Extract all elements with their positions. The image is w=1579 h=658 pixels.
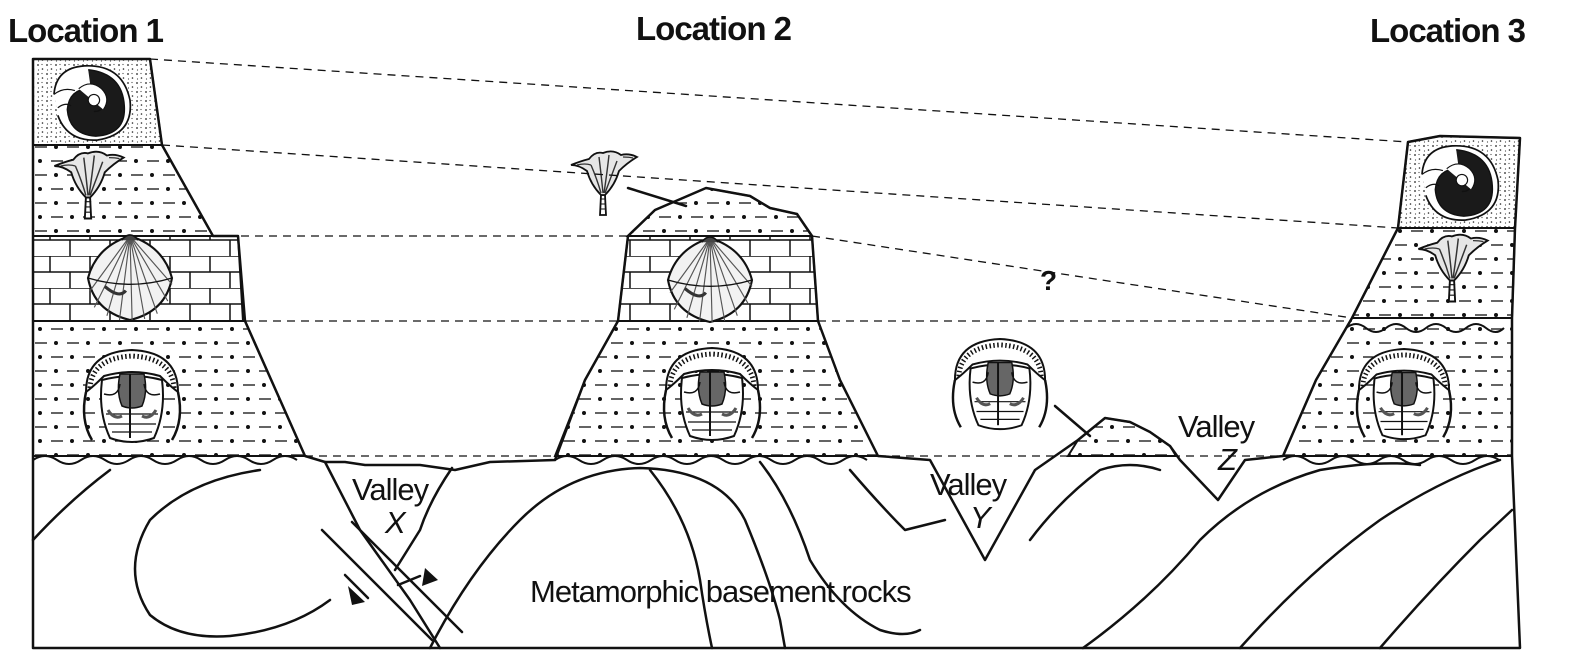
trilobite-pointer-line xyxy=(1053,404,1092,438)
ammonite-fossil xyxy=(53,64,132,141)
crinoid-pointer-line xyxy=(626,186,688,208)
location-3-column xyxy=(1281,134,1522,457)
location-1-title: Location 1 xyxy=(8,12,164,49)
valley-z-hill xyxy=(953,339,1178,457)
location-3-title: Location 3 xyxy=(1370,12,1526,49)
siltstone-lower-layer-1 xyxy=(32,320,307,457)
siltstone-upper-layer-3 xyxy=(1350,227,1517,319)
ammonite-fossil xyxy=(1421,144,1500,221)
surface-profile xyxy=(31,57,1522,650)
valley-y-letter: Y xyxy=(970,500,993,535)
valley-z-word: Valley xyxy=(1178,409,1256,444)
trilobite-fossil xyxy=(953,339,1047,429)
fault-arrow-left-icon xyxy=(348,586,365,605)
valley-x-word: Valley xyxy=(352,472,430,507)
valley-z-letter: Z xyxy=(1217,442,1238,477)
unconformity-wavy-line xyxy=(1345,323,1505,333)
valley-x-letter: X xyxy=(384,505,407,540)
unknown-correlation-marker: ? xyxy=(1040,265,1057,296)
siltstone-remnant xyxy=(1066,416,1178,457)
location-2-title: Location 2 xyxy=(636,10,792,47)
location-1-column xyxy=(32,58,307,457)
fault xyxy=(320,520,464,642)
correlation-lines xyxy=(149,58,1409,457)
basal-unconformity xyxy=(32,455,1500,465)
location-2-column xyxy=(553,150,880,457)
crinoid-fossil xyxy=(570,150,638,216)
basement-label: Metamorphic basement rocks xyxy=(530,574,911,609)
basement-structure-lines xyxy=(31,458,1514,650)
fault-arrow-right-icon xyxy=(422,568,438,586)
valley-y-word: Valley xyxy=(930,467,1008,502)
